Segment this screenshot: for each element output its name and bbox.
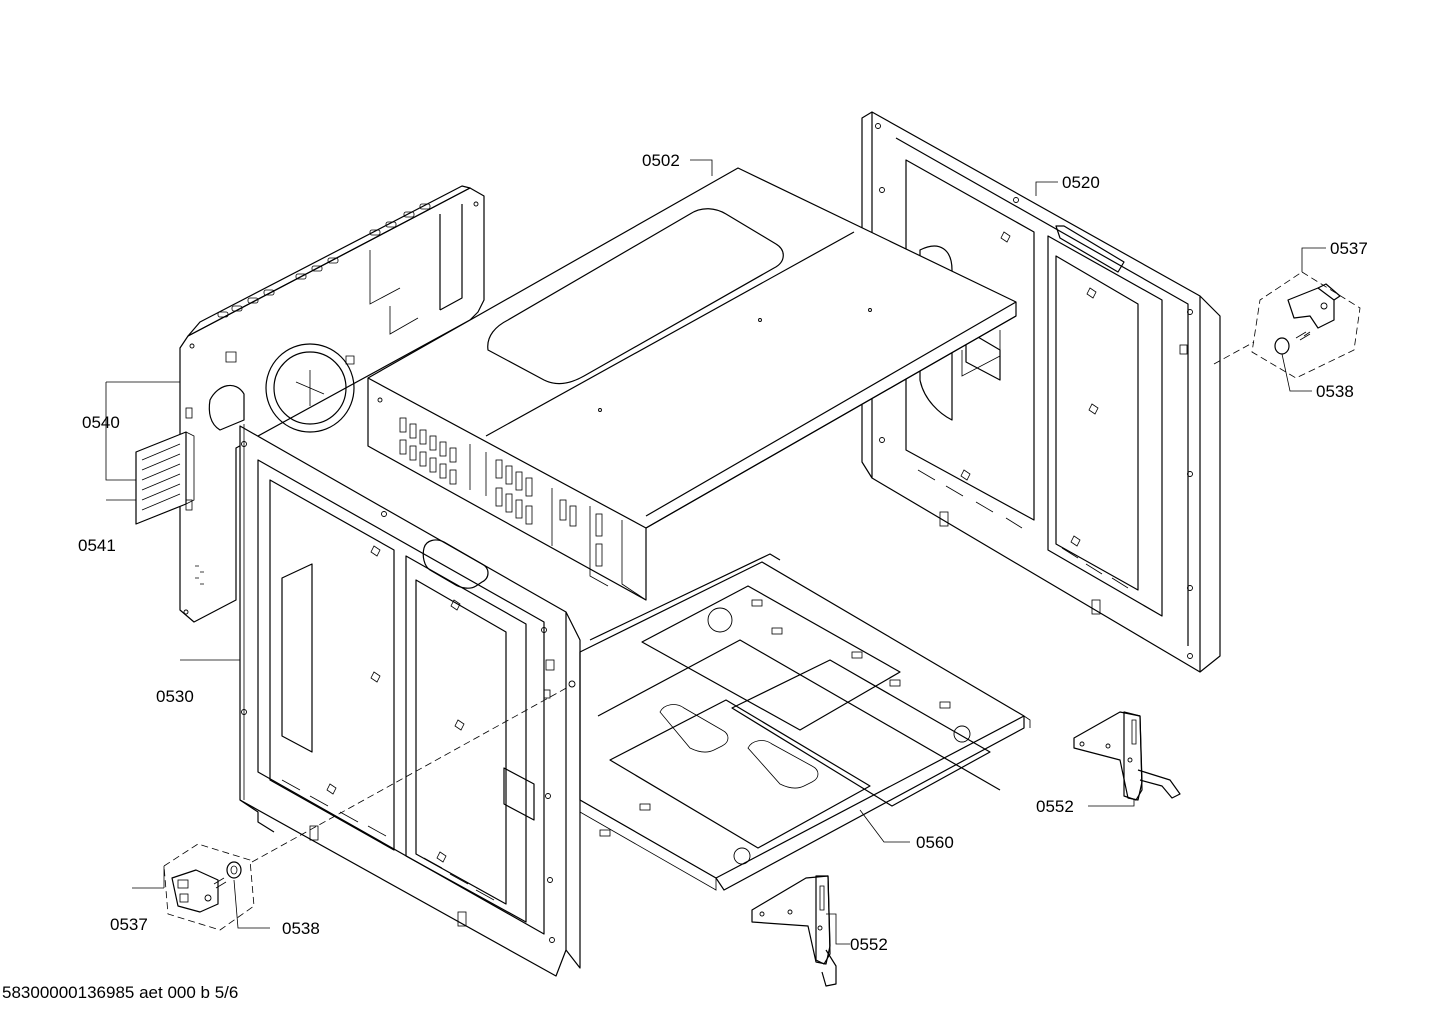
assembly-line-top: [1213, 341, 1255, 365]
part-0502-top-cover: [367, 167, 1017, 601]
label-0560: 0560: [916, 833, 954, 852]
part-0537-bracket-top: [1251, 271, 1361, 379]
label-0538-bottom: 0538: [282, 919, 320, 938]
label-0537-top: 0537: [1330, 239, 1368, 258]
label-0552-right: 0552: [1036, 797, 1074, 816]
document-code: 58300000136985 aet 000 b 5/6: [2, 983, 238, 1002]
label-0541: 0541: [78, 536, 116, 555]
part-0540-rear-panel: [179, 185, 485, 623]
assembly-line-bottom: [251, 685, 571, 863]
part-0552-hinge-bottom: [751, 875, 837, 987]
label-0502: 0502: [642, 151, 680, 170]
part-0552-hinge-right: [1073, 711, 1181, 801]
part-0538-washer-bottom: [226, 861, 242, 879]
leader-lines: [105, 159, 1326, 945]
part-0530-left-side-panel: [239, 424, 581, 977]
label-0520: 0520: [1062, 173, 1100, 192]
part-0537-bracket-bottom: [163, 843, 255, 931]
part-0541-rear-grille: [135, 431, 195, 525]
label-0552-bottom: 0552: [850, 935, 888, 954]
label-0540: 0540: [82, 413, 120, 432]
label-0530: 0530: [156, 687, 194, 706]
label-0538-top: 0538: [1316, 382, 1354, 401]
part-0560-floor-frame: [579, 553, 1031, 891]
label-0537-bottom: 0537: [110, 915, 148, 934]
part-0520-right-side-panel: [861, 111, 1221, 673]
part-0538-washer-top: [1274, 337, 1290, 355]
